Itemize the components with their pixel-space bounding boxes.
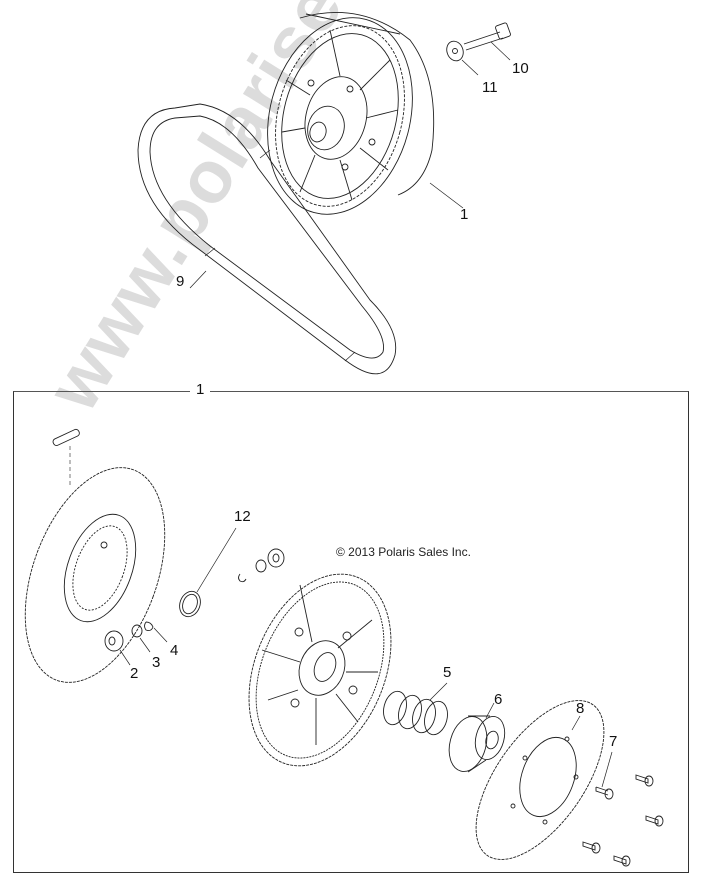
key-part <box>52 428 80 485</box>
drive-belt <box>137 103 397 375</box>
callout-5[interactable]: 5 <box>443 664 452 681</box>
callout-11[interactable]: 11 <box>482 79 498 96</box>
o-ring-and-rollers <box>179 527 285 618</box>
callout-6[interactable]: 6 <box>494 691 503 708</box>
callout-9[interactable]: 9 <box>176 273 185 290</box>
callout-8[interactable]: 8 <box>576 700 585 717</box>
spring <box>383 682 448 736</box>
moveable-sheave <box>248 573 392 767</box>
assembly-box <box>13 391 689 873</box>
callout-4[interactable]: 4 <box>170 642 179 659</box>
screws <box>582 751 664 867</box>
bolt-and-washer <box>446 22 511 76</box>
callout-3[interactable]: 3 <box>152 654 161 671</box>
callout-2[interactable]: 2 <box>130 665 139 682</box>
small-parts-2-3-4 <box>104 621 168 666</box>
driven-clutch-top <box>267 11 435 215</box>
cover-plate <box>475 700 605 860</box>
stationary-sheave <box>24 467 166 683</box>
callout-7[interactable]: 7 <box>609 733 618 750</box>
copyright-notice: © 2013 Polaris Sales Inc. <box>336 545 471 559</box>
callout-12[interactable]: 12 <box>234 508 251 525</box>
assembly-box-label: 1 <box>190 381 211 398</box>
spider-cam <box>448 702 506 773</box>
callout-1[interactable]: 1 <box>460 206 469 223</box>
callout-10[interactable]: 10 <box>512 60 529 77</box>
